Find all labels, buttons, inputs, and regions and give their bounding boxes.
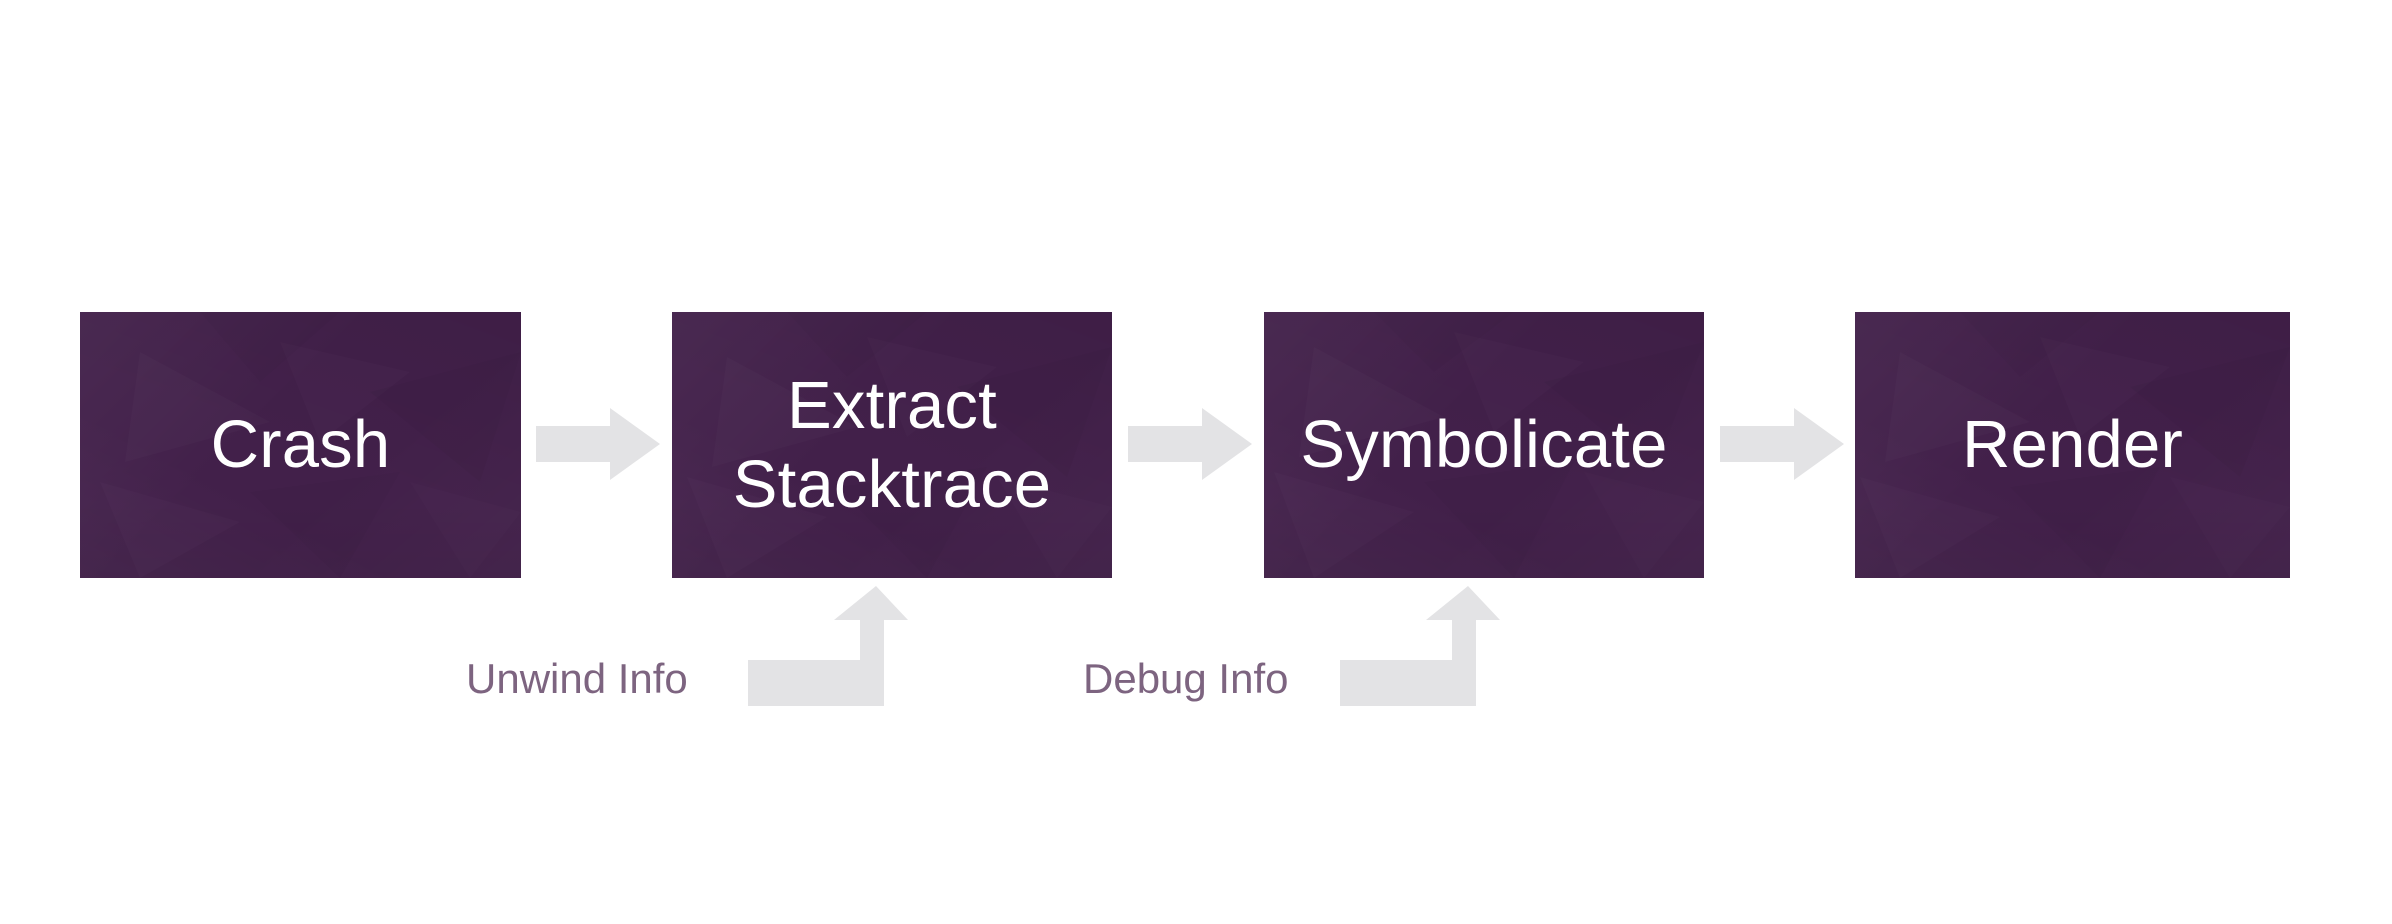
process-box-label: Crash (210, 407, 391, 483)
input-arrow-up-icon (748, 586, 908, 706)
process-box-label: Symbolicate (1300, 407, 1668, 483)
input-label-debug-info: Debug Info (1083, 655, 1289, 702)
flow-arrow-right-icon (536, 408, 660, 480)
process-box-render[interactable]: Render (1855, 312, 2290, 578)
process-box-symbolicate[interactable]: Symbolicate (1264, 312, 1704, 578)
process-box-label: Extract Stacktrace (732, 367, 1052, 522)
process-box-label: Render (1962, 407, 2183, 483)
flow-arrow-right-icon (1128, 408, 1252, 480)
input-arrow-up-icon (1340, 586, 1500, 706)
input-label-unwind-info: Unwind Info (466, 655, 688, 702)
process-box-extract-stacktrace[interactable]: Extract Stacktrace (672, 312, 1112, 578)
process-box-crash[interactable]: Crash (80, 312, 521, 578)
flow-arrow-right-icon (1720, 408, 1844, 480)
